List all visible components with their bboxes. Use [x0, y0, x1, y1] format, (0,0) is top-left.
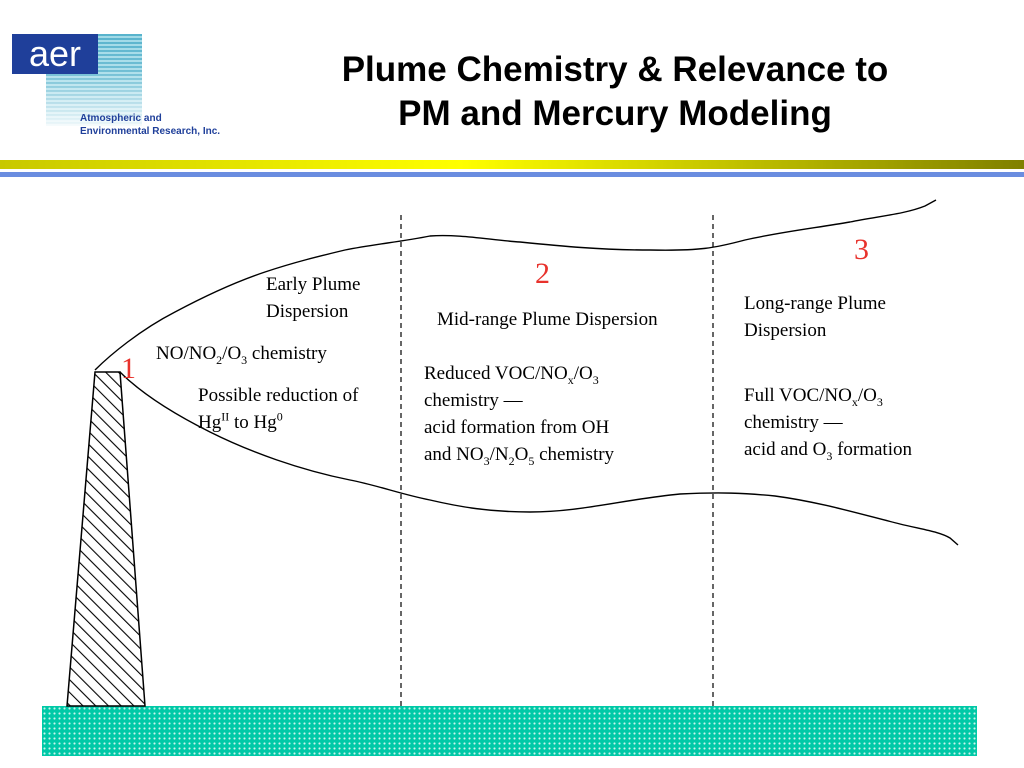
mid-voc-b: /O: [573, 363, 593, 384]
stage-number-1: 1: [121, 352, 136, 385]
no-chem-a: NO/NO: [156, 343, 217, 364]
long-line1: Long-range Plume: [744, 293, 886, 314]
mid-voc-a-sub: x: [567, 372, 574, 387]
title-line1: Plume Chemistry & Relevance to: [341, 50, 889, 89]
slide-title: Plume Chemistry & Relevance to PM and Me…: [250, 48, 980, 136]
hg-line1: Possible reduction of: [198, 385, 359, 406]
mid4-d: chemistry: [534, 444, 615, 465]
logo-name-line1: Atmospheric and: [80, 113, 162, 124]
plume-upper-boundary: [94, 199, 937, 371]
long3-a-sub: 3: [826, 448, 833, 463]
long-range-chemistry: Full VOC/NOx/O3 chemistry — acid and O3 …: [744, 382, 912, 463]
long-voc-a-sub: x: [851, 394, 858, 409]
logo-company-name: Atmospheric and Environmental Research, …: [80, 112, 220, 138]
mid-voc-b-sub: 3: [592, 372, 599, 387]
hg-b: to Hg: [229, 412, 277, 433]
long-voc-a: Full VOC/NO: [744, 385, 852, 406]
mercury-reduction-label: Possible reduction of HgII to Hg0: [198, 382, 358, 436]
mid4-c-sub: 5: [528, 453, 535, 468]
mid-line4: and NO3/N2O5 chemistry: [424, 441, 614, 468]
hg-a-sup: II: [221, 409, 230, 424]
long-line2b: chemistry —: [744, 412, 843, 433]
mid-line1: Reduced VOC/NOx/O3: [424, 360, 614, 387]
title-line2: PM and Mercury Modeling: [398, 94, 832, 133]
no-chem-b-sub: 3: [241, 352, 248, 367]
long3-b: formation: [832, 439, 912, 460]
mid-line2: chemistry —: [424, 390, 523, 411]
mid-line3: acid formation from OH: [424, 417, 610, 438]
hg-b-sup: 0: [276, 409, 283, 424]
early-line2: Dispersion: [266, 301, 349, 322]
mid4-a-sub: 3: [483, 453, 490, 468]
ground-strip: [42, 706, 977, 756]
logo-name-line2: Environmental Research, Inc.: [80, 126, 221, 137]
no-chemistry-label: NO/NO2/O3 chemistry: [156, 340, 327, 367]
long-line3: acid and O3 formation: [744, 436, 912, 463]
long-voc-b-sub: 3: [876, 394, 883, 409]
title-rule-yellow: [0, 160, 1024, 169]
long-voc-b: /O: [857, 385, 877, 406]
plume-lower-boundary: [119, 371, 959, 546]
title-rule-blue: [0, 172, 1024, 177]
early-line1: Early Plume: [266, 274, 361, 295]
long-range-title: Long-range Plume Dispersion: [744, 290, 886, 344]
hg-a: Hg: [198, 412, 222, 433]
mid4-a: and NO: [424, 444, 484, 465]
hg-line2: HgII to Hg0: [198, 409, 358, 436]
no-chem-b: /O: [222, 343, 242, 364]
mid4-b: /N: [489, 444, 509, 465]
stage-number-2: 2: [535, 257, 550, 290]
long3-a: acid and O: [744, 439, 827, 460]
long-line2: Dispersion: [744, 320, 827, 341]
no-chem-a-sub: 2: [216, 352, 223, 367]
mid-range-chemistry: Reduced VOC/NOx/O3 chemistry — acid form…: [424, 360, 614, 468]
no-chem-c: chemistry: [247, 343, 327, 364]
logo-wordmark: aer: [12, 34, 98, 74]
smokestack: [66, 371, 146, 707]
mid4-c: O: [514, 444, 529, 465]
mid-voc-a: Reduced VOC/NO: [424, 363, 568, 384]
stage-number-3: 3: [854, 233, 869, 266]
long-voc-line: Full VOC/NOx/O3: [744, 382, 912, 409]
mid4-b-sub: 2: [508, 453, 515, 468]
mid-range-title: Mid-range Plume Dispersion: [437, 309, 658, 330]
early-plume-label: Early Plume Dispersion: [266, 271, 360, 325]
